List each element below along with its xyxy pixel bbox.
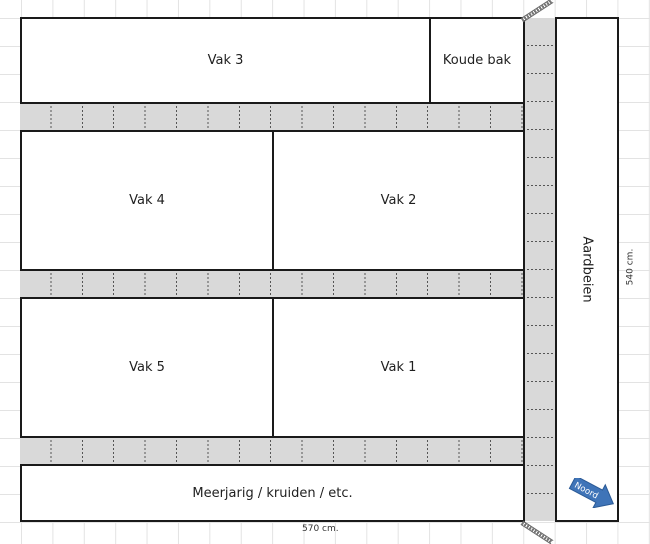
bed-label: Vak 1 [380, 360, 417, 375]
bed-label: Aardbeien [579, 236, 595, 303]
path-vertical [523, 18, 557, 521]
bed-label: Koude bak [442, 53, 512, 68]
gate-bottom-icon [520, 520, 554, 544]
path-row-1 [20, 102, 525, 132]
bed-vak-4: Vak 4 [20, 130, 274, 271]
north-arrow-icon: Noord [568, 478, 615, 508]
bed-label: Vak 4 [129, 193, 165, 208]
bed-meerjarig: Meerjarig / kruiden / etc. [20, 464, 525, 522]
height-dimension-label: 540 cm. [625, 248, 636, 286]
bed-label: Meerjarig / kruiden / etc. [192, 485, 353, 501]
path-row-3 [20, 436, 525, 466]
bed-vak-2: Vak 2 [272, 130, 525, 271]
bed-vak-5: Vak 5 [20, 297, 274, 438]
bed-label: Vak 5 [129, 360, 165, 375]
bed-vak-1: Vak 1 [272, 297, 525, 438]
bed-aardbeien: Aardbeien [555, 17, 619, 522]
bed-koude-bak: Koude bak [429, 17, 525, 104]
bed-label: Vak 3 [207, 53, 244, 68]
width-dimension-label: 570 cm. [302, 524, 339, 534]
bed-vak-3: Vak 3 [20, 17, 431, 104]
bed-label: Vak 2 [380, 193, 417, 208]
path-row-2 [20, 269, 525, 299]
